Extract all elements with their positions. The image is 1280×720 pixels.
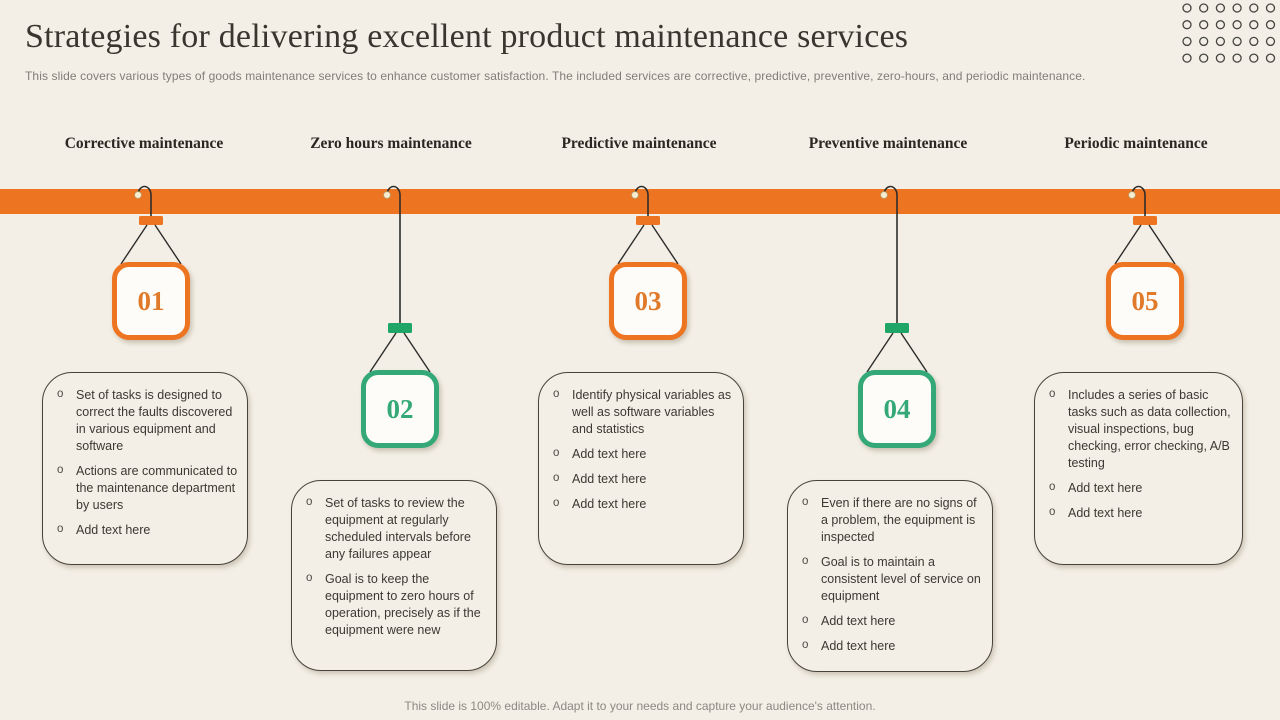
column-header-corrective: Corrective maintenance [64, 135, 224, 152]
bullet-item: Even if there are no signs of a problem,… [800, 494, 984, 546]
hook-icon [120, 185, 182, 265]
bullet-list: Set of tasks is designed to correct the … [55, 386, 239, 539]
number-badge-04: 04 [858, 370, 936, 448]
hook-icon [866, 185, 928, 373]
bullet-list: Includes a series of basic tasks such as… [1047, 386, 1234, 522]
number-badge-02: 02 [361, 370, 439, 448]
bullet-list: Even if there are no signs of a problem,… [800, 494, 984, 655]
column-header-periodic: Periodic maintenance [1064, 135, 1208, 152]
column-header-zero-hours: Zero hours maintenance [310, 135, 472, 152]
text-box-predictive: Identify physical variables as well as s… [538, 372, 744, 565]
number-badge-03: 03 [609, 262, 687, 340]
bullet-list: Identify physical variables as well as s… [551, 386, 735, 513]
page-title: Strategies for delivering excellent prod… [25, 18, 909, 55]
column-header-preventive: Preventive maintenance [808, 135, 968, 152]
text-box-periodic: Includes a series of basic tasks such as… [1034, 372, 1243, 565]
number-badge-05: 05 [1106, 262, 1184, 340]
bullet-item: Identify physical variables as well as s… [551, 386, 735, 438]
bullet-list: Set of tasks to review the equipment at … [304, 494, 488, 639]
bullet-item: Actions are communicated to the maintena… [55, 462, 239, 514]
bullet-item: Goal is to maintain a consistent level o… [800, 553, 984, 605]
text-box-corrective: Set of tasks is designed to correct the … [42, 372, 248, 565]
number-badge-01: 01 [112, 262, 190, 340]
slide-subtitle: This slide covers various types of goods… [25, 69, 1086, 83]
bullet-item: Set of tasks to review the equipment at … [304, 494, 488, 563]
bullet-item: Includes a series of basic tasks such as… [1047, 386, 1234, 472]
bullet-item: Add text here [551, 445, 735, 463]
bullet-item: Add text here [800, 612, 984, 630]
bullet-item: Add text here [1047, 479, 1234, 497]
bullet-item: Set of tasks is designed to correct the … [55, 386, 239, 455]
timeline-band [0, 189, 1280, 214]
bullet-item: Add text here [551, 470, 735, 488]
bullet-item: Goal is to keep the equipment to zero ho… [304, 570, 488, 639]
bullet-item: Add text here [800, 637, 984, 655]
bullet-item: Add text here [1047, 504, 1234, 522]
text-box-preventive: Even if there are no signs of a problem,… [787, 480, 993, 672]
column-header-predictive: Predictive maintenance [561, 135, 717, 152]
bullet-item: Add text here [551, 495, 735, 513]
hook-icon [617, 185, 679, 265]
bullet-item: Add text here [55, 521, 239, 539]
slide-footer-note: This slide is 100% editable. Adapt it to… [404, 699, 876, 713]
hook-icon [369, 185, 431, 373]
text-box-zero-hours: Set of tasks to review the equipment at … [291, 480, 497, 671]
hook-icon [1114, 185, 1176, 265]
dots-grid-icon [1182, 3, 1276, 63]
